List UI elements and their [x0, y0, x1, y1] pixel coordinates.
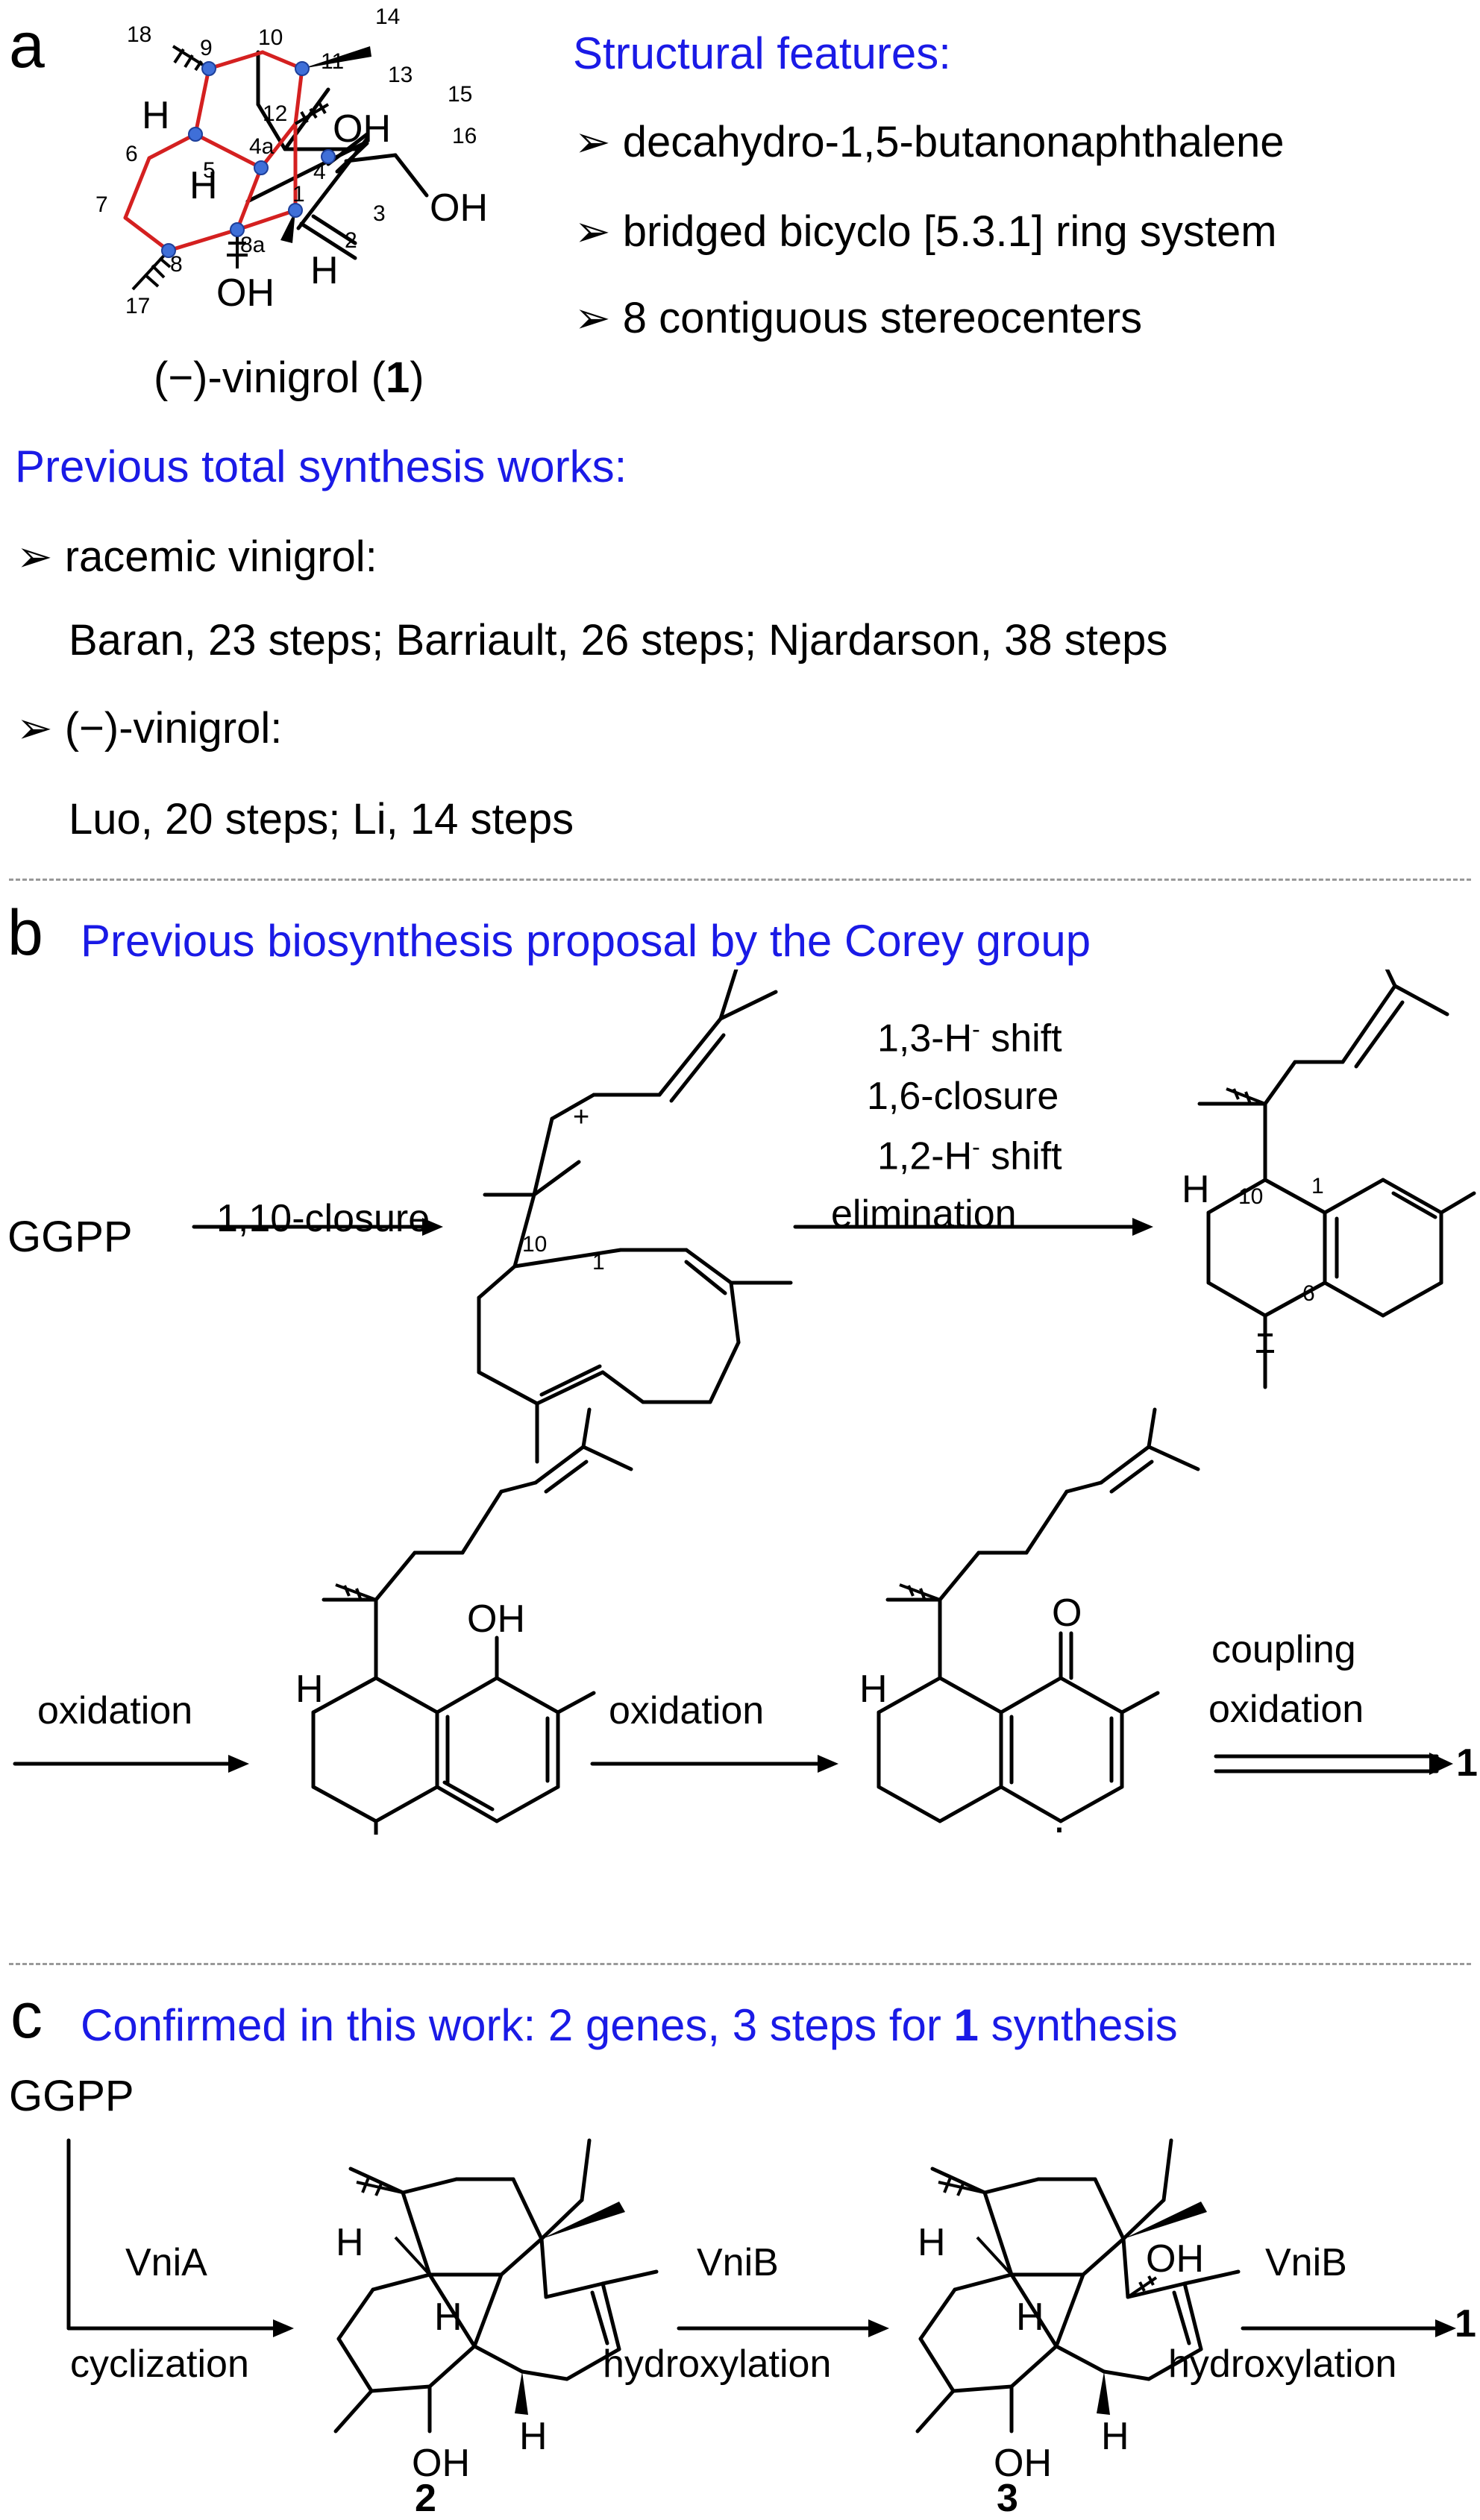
feature-item-1: ➢ decahydro-1,5-butanonaphthalene — [574, 118, 1285, 166]
atom-18: 18 — [127, 22, 151, 47]
vinigrol-structure: 18 9 10 11 14 13 15 12 16 5 6 4a 4 3 7 1… — [95, 4, 488, 318]
ring-number-c1: 1 — [592, 1250, 605, 1275]
radical-dot: · — [1052, 1802, 1067, 1835]
racemic-detail: Baran, 23 steps; Barriault, 26 steps; Nj… — [69, 616, 1168, 664]
oh-label-c2: OH — [412, 2442, 470, 2485]
h-label-c2-top: H — [336, 2221, 364, 2264]
oh-bottom-label: OH — [216, 271, 275, 315]
h-label-c2-bottom: H — [519, 2415, 548, 2458]
h-label-c2-mid: H — [434, 2296, 462, 2339]
step-label-line-2: 1,6-closure — [867, 1075, 1059, 1118]
ggpp-label-b: GGPP — [7, 1213, 133, 1261]
enzyme-vnia: VniA — [125, 2241, 207, 2284]
enantio-label: ➢ (−)-vinigrol: — [16, 704, 283, 752]
atom-4a: 4a — [249, 134, 275, 159]
atom-16: 16 — [452, 124, 477, 148]
atom-9: 9 — [200, 36, 213, 60]
panel-b-heading: Previous biosynthesis proposal by the Co… — [81, 916, 1091, 966]
h-label-c3-bottom: H — [1101, 2415, 1129, 2458]
atom-14: 14 — [375, 4, 400, 29]
oh-top-label: OH — [333, 107, 391, 151]
panel-a-letter: a — [9, 10, 45, 81]
panel-b-letter: b — [7, 897, 43, 969]
h-bottom-label: H — [310, 249, 339, 292]
atom-1: 1 — [292, 182, 305, 207]
feature-item-2: ➢ bridged bicyclo [5.3.1] ring system — [574, 207, 1277, 256]
compound-3-label: 3 — [997, 2477, 1018, 2520]
atom-10: 10 — [258, 25, 283, 50]
enzyme-vnib-1: VniB — [697, 2241, 779, 2284]
divider-ab — [9, 879, 1471, 881]
h-label-c3-top: H — [918, 2221, 946, 2264]
ring-number-c10: 10 — [522, 1232, 547, 1257]
compound-name-vinigrol: (−)-vinigrol (1) — [154, 354, 424, 402]
atom-6: 6 — [125, 142, 138, 166]
atom-15: 15 — [448, 82, 472, 107]
ggpp-label-c: GGPP — [9, 2072, 134, 2120]
ring-number-d1: 1 — [1311, 1174, 1324, 1198]
step-coupling: coupling — [1211, 1628, 1356, 1671]
panel-c-letter: c — [10, 1980, 43, 2052]
structural-features-heading: Structural features: — [573, 28, 951, 78]
oh-label-c3-bottom: OH — [994, 2442, 1052, 2485]
step-oxidation-2: oxidation — [609, 1689, 765, 1732]
ring-number-d6: 6 — [1302, 1281, 1315, 1306]
ring-number-d10: 10 — [1238, 1184, 1263, 1209]
atom-11: 11 — [321, 49, 344, 74]
atom-5: 5 — [203, 158, 216, 183]
enantio-detail: Luo, 20 steps; Li, 14 steps — [69, 795, 574, 843]
step-label-line-3: 1,2-H- shift — [877, 1134, 1062, 1178]
oh-label-c3-top: OH — [1146, 2237, 1204, 2281]
racemic-label: ➢ racemic vinigrol: — [16, 532, 377, 581]
corey-proposal-scheme: + 10 1 10 1 6 H H OH H O · — [13, 970, 1476, 1835]
step-label-line-4: elimination — [831, 1193, 1017, 1236]
panel-c-heading: Confirmed in this work: 2 genes, 3 steps… — [81, 2000, 1178, 2050]
step-cyclization: cyclization — [70, 2343, 249, 2386]
compound-2-label: 2 — [415, 2477, 436, 2520]
h-left-label: H — [142, 94, 170, 137]
oh-side-label: OH — [430, 186, 488, 230]
step-label-line-1: 1,3-H- shift — [877, 1016, 1062, 1061]
h-label-enone: H — [859, 1668, 888, 1711]
step-oxidation-1: oxidation — [37, 1689, 193, 1732]
oh-label-naphthol: OH — [467, 1597, 525, 1641]
enzyme-vnib-2: VniB — [1265, 2241, 1347, 2284]
divider-bc — [9, 1963, 1471, 1965]
atom-17: 17 — [125, 294, 150, 318]
atom-4: 4 — [313, 160, 326, 184]
atom-8: 8 — [170, 252, 183, 277]
atom-12: 12 — [263, 101, 287, 126]
step-hydroxylation-1: hydroxylation — [603, 2343, 832, 2386]
cation-charge: + — [573, 1102, 589, 1133]
step-1-10-closure: 1,10-closure — [216, 1197, 430, 1240]
enzymatic-pathway-scheme: H H H OH H H H OH OH — [66, 2138, 1456, 2485]
atom-7: 7 — [95, 192, 108, 217]
feature-item-3: ➢ 8 contiguous stereocenters — [574, 294, 1143, 342]
step-hydroxylation-2: hydroxylation — [1168, 2343, 1397, 2386]
h-label-product: H — [1182, 1168, 1210, 1211]
atom-13: 13 — [388, 63, 413, 87]
atom-2: 2 — [345, 228, 357, 253]
product-1-label-b: 1 — [1456, 1741, 1478, 1785]
product-1-label-c: 1 — [1455, 2302, 1476, 2345]
o-label-enone: O — [1052, 1592, 1082, 1635]
step-oxidation-3: oxidation — [1208, 1688, 1364, 1731]
previous-synthesis-heading: Previous total synthesis works: — [15, 442, 627, 491]
h-label-c3-mid: H — [1016, 2296, 1044, 2339]
h-mid-label: H — [189, 164, 218, 207]
atom-3: 3 — [373, 201, 386, 226]
h-label-naphthol: H — [295, 1668, 324, 1711]
atom-8a: 8a — [240, 233, 266, 257]
